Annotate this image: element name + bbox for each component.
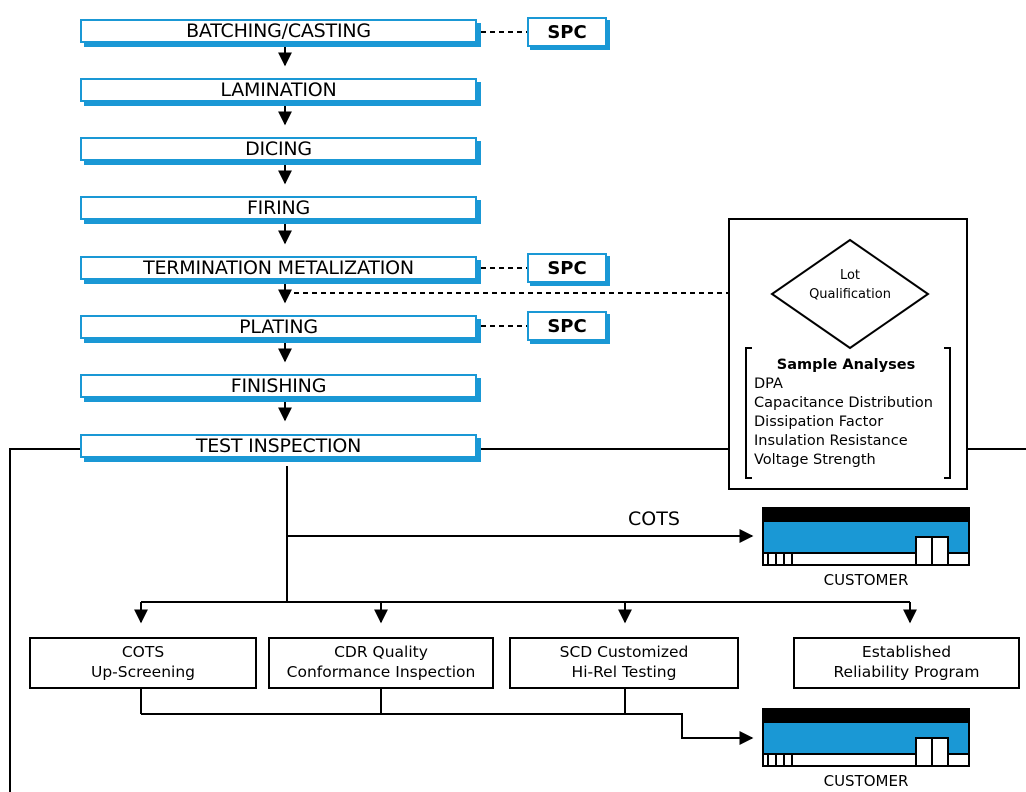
option-cots-up-screening: COTS Up-Screening xyxy=(29,637,257,689)
customer-icon xyxy=(762,507,970,566)
step-plating: PLATING xyxy=(80,315,477,339)
option-line1: COTS xyxy=(121,643,165,661)
customer-label: CUSTOMER xyxy=(823,571,909,589)
option-cdr-quality: CDR Quality Conformance Inspection xyxy=(268,637,494,689)
qualification-graphics xyxy=(745,238,951,479)
option-line1: Established xyxy=(861,643,952,661)
lot-qualification-line2: Qualification xyxy=(809,287,891,302)
option-line2: Conformance Inspection xyxy=(286,663,476,681)
customer-building-cots: CUSTOMER xyxy=(762,507,970,589)
step-batching-casting: BATCHING/CASTING xyxy=(80,19,477,43)
step-termination-metalization: TERMINATION METALIZATION xyxy=(80,256,477,280)
spc-box-termination: SPC xyxy=(527,253,607,283)
merge-arrow xyxy=(141,713,754,745)
sample-analyses-list: Sample Analyses DPA Capacitance Distribu… xyxy=(754,356,938,470)
customer-label: CUSTOMER xyxy=(823,772,909,790)
step-finishing: FINISHING xyxy=(80,374,477,398)
option-line2: Hi-Rel Testing xyxy=(571,663,677,681)
option-line1: SCD Customized xyxy=(559,643,689,661)
sample-analysis-item: DPA xyxy=(754,376,783,392)
right-bracket xyxy=(944,347,951,479)
loop-line-left xyxy=(9,448,80,792)
spc-box-plating: SPC xyxy=(527,311,607,341)
spc-box-batching: SPC xyxy=(527,17,607,47)
sample-analysis-item: Dissipation Factor xyxy=(754,414,884,430)
sample-analysis-item: Insulation Resistance xyxy=(754,433,908,449)
decision-diamond xyxy=(770,238,930,350)
option-established-reliability: Established Reliability Program xyxy=(793,637,1020,689)
lot-qualification-panel: Lot Qualification Sample Analyses DPA Ca… xyxy=(728,218,968,490)
option-line2: Reliability Program xyxy=(833,663,980,681)
customer-icon xyxy=(762,708,970,767)
step-test-inspection: TEST INSPECTION xyxy=(80,434,477,458)
option-line1: CDR Quality xyxy=(334,643,428,661)
step-lamination: LAMINATION xyxy=(80,78,477,102)
step-firing: FIRING xyxy=(80,196,477,220)
sample-analysis-item: Voltage Strength xyxy=(754,452,876,468)
customer-building-hi-rel: CUSTOMER xyxy=(762,708,970,790)
lot-qualification-label: Lot Qualification xyxy=(790,266,910,304)
cots-path-label: COTS xyxy=(628,508,680,530)
option-line2: Up-Screening xyxy=(90,663,196,681)
sample-analyses-title: Sample Analyses xyxy=(776,357,916,373)
left-bracket xyxy=(745,347,752,479)
sample-analysis-item: Capacitance Distribution xyxy=(754,395,933,411)
step-dicing: DICING xyxy=(80,137,477,161)
lot-qualification-line1: Lot xyxy=(839,268,861,283)
option-scd-customized: SCD Customized Hi-Rel Testing xyxy=(509,637,739,689)
